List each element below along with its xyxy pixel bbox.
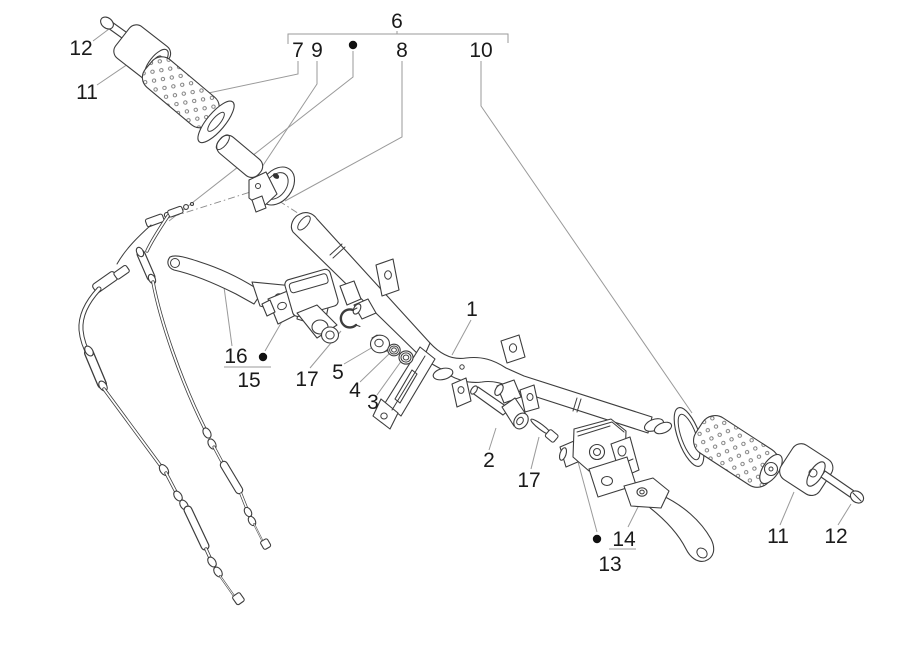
callout-3: 3 (367, 391, 379, 414)
cable-end-fitting (167, 205, 184, 218)
grip-end-screw-right (820, 470, 865, 504)
callout-14: 14 (612, 528, 636, 551)
callout-5: 5 (332, 361, 344, 384)
callout-13: 13 (598, 553, 621, 576)
callout-12-right: 12 (824, 525, 847, 548)
callout-10: 10 (469, 39, 492, 62)
callout-15: 15 (237, 369, 260, 392)
group-marker-dot-top (348, 40, 358, 50)
nut (369, 334, 391, 354)
throttle-cable-right (135, 214, 272, 550)
left-handgrip (141, 56, 235, 144)
throttle-twist-tube (215, 134, 296, 213)
callout-12-top: 12 (69, 37, 92, 60)
callout-4: 4 (349, 379, 361, 402)
callout-9: 9 (311, 39, 323, 62)
group-marker-dot-left (258, 352, 268, 362)
transmission-cables (78, 201, 272, 606)
snap-ring-upper (339, 307, 361, 329)
brake-lever-right (623, 477, 715, 562)
callout-17-lower: 17 (517, 469, 540, 492)
clamp-pin (470, 385, 529, 430)
right-handgrip (673, 407, 783, 488)
washer (398, 350, 414, 365)
callout-11-right: 11 (767, 525, 789, 548)
callout-11-top: 11 (76, 81, 98, 104)
callout-7: 7 (292, 39, 304, 62)
callout-2: 2 (483, 449, 495, 472)
callout-1: 1 (466, 298, 478, 321)
brake-pump-left (261, 268, 340, 344)
handlebar (290, 212, 673, 435)
callout-labels: 12 11 6 7 9 8 10 1 16 15 17 5 4 3 2 17 1… (69, 10, 847, 576)
callout-6: 6 (391, 10, 403, 33)
group-marker-dot-bottom (592, 534, 602, 544)
cable-end-fitting (144, 213, 165, 228)
callout-16: 16 (224, 345, 247, 368)
washer (387, 343, 401, 357)
callout-8: 8 (396, 39, 408, 62)
throttle-cable-left (78, 224, 245, 606)
bar-end-weight-right (779, 443, 834, 497)
callout-17-upper: 17 (295, 368, 318, 391)
